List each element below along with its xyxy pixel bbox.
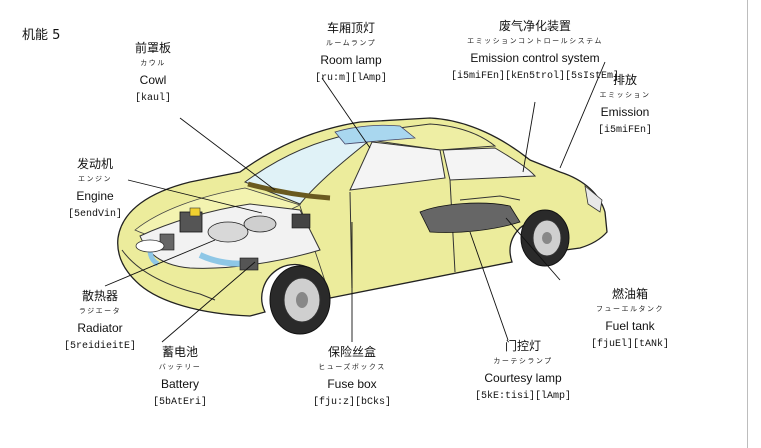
label-fuel-tank: 燃油箱 フューエルタンク Fuel tank [fjuEl][tANk] <box>555 286 705 354</box>
emission-en: Emission <box>600 105 650 119</box>
fuse-box-kana: ヒューズボックス <box>318 363 386 371</box>
label-emission-control-system: 废气净化装置 エミッションコントロールシステム Emission control… <box>425 18 645 86</box>
radiator-ipa: [5reidieitE] <box>63 341 136 352</box>
fuse-box-zh: 保险丝盒 <box>327 345 376 359</box>
engine-en: Engine <box>76 189 114 203</box>
radiator-en: Radiator <box>77 321 123 335</box>
cowl-zh: 前罩板 <box>134 41 171 55</box>
battery-en: Battery <box>160 377 199 391</box>
courtesy-lamp-en: Courtesy lamp <box>484 371 562 385</box>
leader-emission-control-system <box>522 101 536 173</box>
radiator-zh: 散热器 <box>81 289 118 303</box>
cowl-ipa: [kaul] <box>134 93 171 104</box>
leader-fuel-tank <box>505 217 561 281</box>
battery-zh: 蓄电池 <box>161 345 198 359</box>
label-radiator: 散热器 ラジエータ Radiator [5reidieitE] <box>45 288 155 356</box>
fuel-tank-kana: フューエルタンク <box>596 305 664 313</box>
emission-control-system-kana: エミッションコントロールシステム <box>467 37 603 45</box>
leader-cowl <box>179 117 276 191</box>
room-lamp-en: Room lamp <box>320 53 382 67</box>
fuel-tank-zh: 燃油箱 <box>611 287 648 301</box>
engine-zh: 发动机 <box>76 157 113 171</box>
leader-engine <box>127 179 263 214</box>
label-battery: 蓄电池 バッテリー Battery [5bAtEri] <box>125 344 235 412</box>
car-body <box>117 117 608 335</box>
cowl-kana: カウル <box>140 59 166 67</box>
emission-ipa: [i5miFEn] <box>597 125 652 136</box>
leader-courtesy-lamp <box>469 231 509 341</box>
fuel-tank-ipa: [fjuEl][tANk] <box>590 339 669 350</box>
label-emission: 排放 エミッション Emission [i5miFEn] <box>570 72 680 140</box>
front-wheel <box>269 265 331 335</box>
fuse-box-ipa: [fju:z][bCks] <box>312 397 391 408</box>
leader-lines <box>104 61 606 343</box>
emission-control-system-zh: 废气净化装置 <box>498 19 571 33</box>
courtesy-lamp-zh: 门控灯 <box>504 339 541 353</box>
courtesy-lamp-ipa: [5kE:tisi][lAmp] <box>474 391 571 402</box>
leader-battery <box>161 261 256 343</box>
label-cowl: 前罩板 カウル Cowl [kaul] <box>68 40 238 108</box>
engine-kana: エンジン <box>78 175 112 183</box>
leader-radiator <box>104 239 216 287</box>
label-engine: 发动机 エンジン Engine [5endVin] <box>40 156 150 224</box>
fuse-box-en: Fuse box <box>327 377 377 391</box>
label-room-lamp: 车厢顶灯 ルームランプ Room lamp [ru:m][lAmp] <box>266 20 436 88</box>
rear-wheel <box>520 209 570 267</box>
radiator-kana: ラジエータ <box>78 307 122 315</box>
battery-ipa: [5bAtEri] <box>152 397 207 408</box>
room-lamp-kana: ルームランプ <box>325 39 377 47</box>
battery-kana: バッテリー <box>158 363 202 371</box>
leader-emission <box>559 61 606 169</box>
room-lamp-ipa: [ru:m][lAmp] <box>314 73 387 84</box>
leader-room-lamp <box>321 77 371 149</box>
emission-zh: 排放 <box>612 73 637 87</box>
page-title: 机能 5 <box>22 28 61 43</box>
emission-control-system-ipa: [i5miFEn][kEn5trol][5sIstEm] <box>450 71 620 82</box>
fuel-tank-en: Fuel tank <box>605 319 655 333</box>
label-courtesy-lamp: 门控灯 カーテシランプ Courtesy lamp [5kE:tisi][lAm… <box>448 338 598 406</box>
emission-control-system-en: Emission control system <box>470 51 600 65</box>
room-lamp-zh: 车厢顶灯 <box>326 21 375 35</box>
courtesy-lamp-kana: カーテシランプ <box>493 357 553 365</box>
label-fuse-box: 保险丝盒 ヒューズボックス Fuse box [fju:z][bCks] <box>277 344 427 412</box>
page-border <box>747 0 748 448</box>
cowl-en: Cowl <box>139 73 167 87</box>
engine-ipa: [5endVin] <box>67 209 122 220</box>
emission-kana: エミッション <box>599 91 651 99</box>
